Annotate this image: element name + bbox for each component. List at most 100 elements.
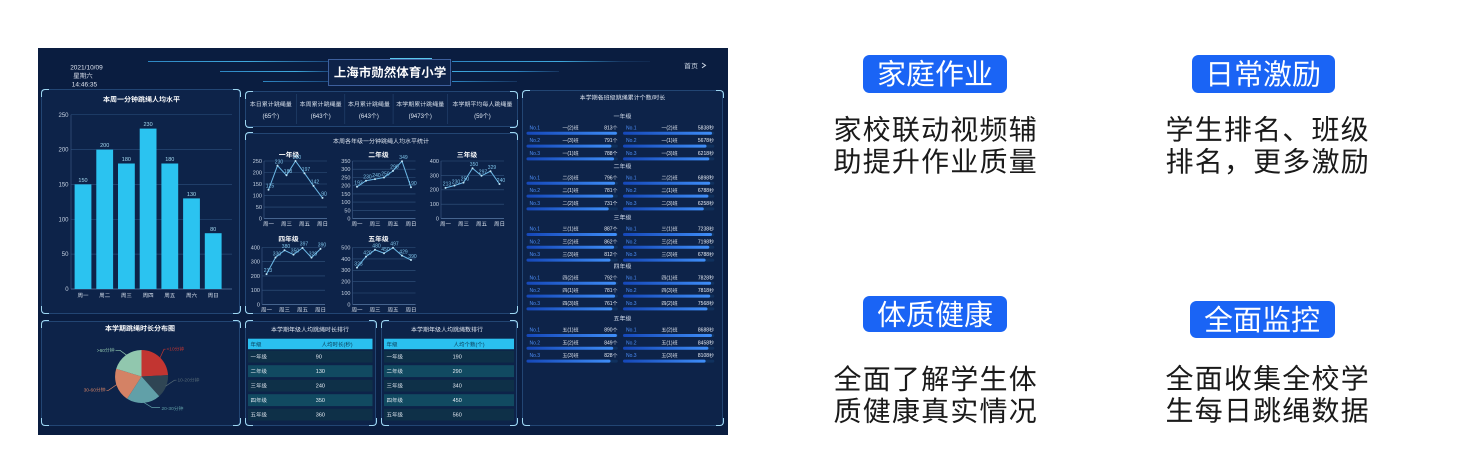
svg-text:100: 100 [59,217,70,223]
svg-text:6218: 6218 [698,151,709,157]
svg-text:No.1: No.1 [530,275,541,281]
svg-text:420: 420 [363,250,372,256]
svg-text:497: 497 [390,242,399,248]
svg-text:7198: 7198 [698,239,709,245]
svg-text:No.2: No.2 [626,288,637,294]
svg-text:0: 0 [65,287,69,293]
svg-text:0: 0 [436,217,439,223]
svg-text:(9473: (9473 [409,114,425,120]
svg-text:200: 200 [59,148,70,154]
svg-text:(3): (3) [567,252,573,258]
svg-text:197: 197 [302,167,311,173]
svg-text:): ) [329,114,331,120]
svg-text:193: 193 [354,181,363,187]
svg-text:6788: 6788 [698,188,709,194]
svg-text:350: 350 [470,162,479,168]
svg-text:150: 150 [253,182,262,188]
svg-text:323: 323 [354,261,363,267]
svg-text:(1): (1) [567,288,573,294]
svg-text:290: 290 [390,165,399,171]
svg-text:): ) [483,342,485,348]
svg-text:560: 560 [453,413,462,419]
svg-text:(3): (3) [567,175,573,181]
svg-text:No.3: No.3 [626,301,637,307]
svg-text:(1): (1) [666,138,672,144]
svg-text:/: / [652,96,654,102]
svg-text:350: 350 [291,248,300,254]
svg-text:6898: 6898 [698,175,709,181]
svg-text:30-60: 30-60 [84,387,97,393]
svg-text:No.3: No.3 [530,151,541,157]
svg-text:10-20: 10-20 [178,378,191,384]
svg-text:(2): (2) [567,125,573,131]
svg-text:130: 130 [316,369,325,375]
svg-text:450: 450 [381,247,390,253]
svg-text:(1): (1) [666,340,672,346]
svg-text:(2): (2) [666,175,672,181]
svg-text:480: 480 [372,244,381,250]
svg-text:No.1: No.1 [626,328,637,334]
svg-text:349: 349 [399,155,408,161]
svg-text:813: 813 [604,125,613,131]
svg-text:250: 250 [59,113,70,119]
svg-text:(1): (1) [567,151,573,157]
svg-text:5678: 5678 [698,138,709,144]
svg-text:890: 890 [604,328,613,334]
svg-text:(: ( [344,342,346,348]
svg-text:(643: (643 [359,114,372,120]
svg-text:290: 290 [453,369,462,375]
svg-text:(3): (3) [666,201,672,207]
svg-text:No.1: No.1 [530,328,541,334]
svg-text:397: 397 [300,242,309,248]
svg-text:213: 213 [443,182,452,188]
svg-text:180: 180 [122,157,131,163]
svg-text:(65: (65 [263,114,272,120]
svg-text:781: 781 [604,288,613,294]
svg-text:100: 100 [341,200,350,206]
svg-text:(2): (2) [666,125,672,131]
svg-text:No.2: No.2 [530,138,541,144]
svg-text:(1): (1) [666,188,672,194]
svg-text:(3): (3) [666,288,672,294]
svg-text:250: 250 [381,171,390,177]
svg-text:200: 200 [430,188,439,194]
svg-text:329: 329 [309,251,318,257]
svg-text:(2): (2) [567,239,573,245]
svg-text:No.3: No.3 [530,301,541,307]
svg-text:No.1: No.1 [530,227,541,233]
svg-text:No.3: No.3 [626,252,637,258]
svg-text:200: 200 [251,274,260,280]
svg-text:188: 188 [284,169,293,175]
svg-text:230: 230 [144,122,153,128]
svg-text:200: 200 [341,280,350,286]
svg-text:240: 240 [316,384,325,390]
svg-text:329: 329 [488,165,497,171]
svg-text:50: 50 [62,252,69,258]
svg-text:>60: >60 [97,348,105,354]
svg-text:190: 190 [453,355,462,361]
svg-text:No.3: No.3 [530,201,541,207]
svg-text:731: 731 [604,201,613,207]
svg-text:390: 390 [318,243,327,249]
svg-text:No.3: No.3 [626,353,637,359]
svg-text:(1): (1) [567,188,573,194]
svg-text:(3): (3) [567,353,573,359]
svg-text:200: 200 [100,143,109,149]
svg-text:400: 400 [341,257,350,263]
svg-text:7818: 7818 [698,288,709,294]
svg-text:6788: 6788 [698,252,709,258]
svg-text:429: 429 [399,249,408,255]
svg-text:(1): (1) [666,227,672,233]
svg-text:150: 150 [341,192,350,198]
svg-text:250: 250 [253,159,262,165]
svg-text:90: 90 [321,192,327,198]
svg-text:No.2: No.2 [626,340,637,346]
svg-text:90: 90 [316,355,322,361]
svg-text:791: 791 [604,138,613,144]
svg-text:): ) [489,114,491,120]
svg-text:200: 200 [253,170,262,176]
svg-text:No.3: No.3 [626,151,637,157]
svg-text:No.2: No.2 [626,138,637,144]
svg-text:0: 0 [347,302,350,308]
svg-text:100: 100 [430,202,439,208]
